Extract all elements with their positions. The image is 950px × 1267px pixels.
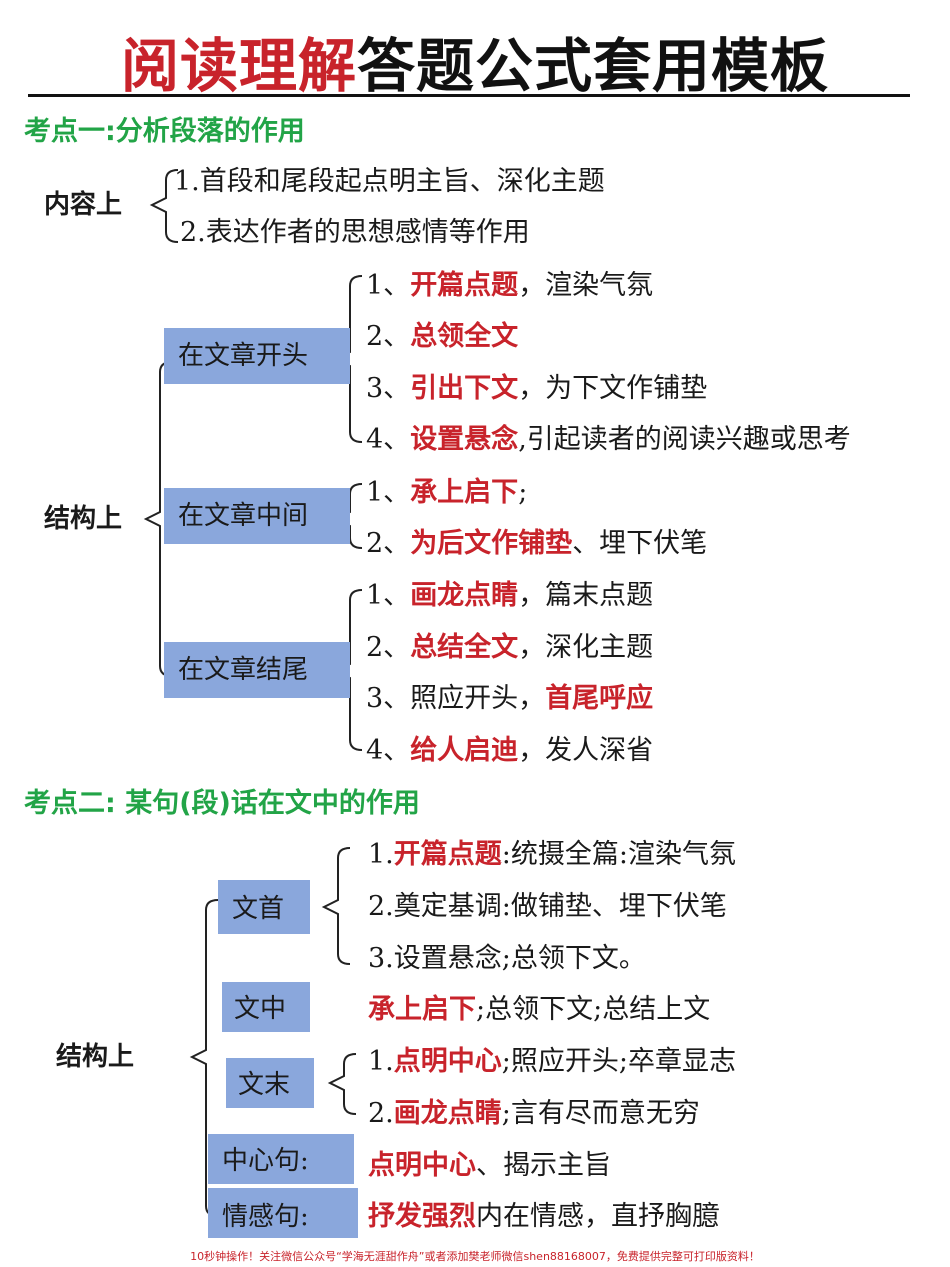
item-highlight: 承上启下 (368, 994, 476, 1025)
middle-item-2: 2、为后文作铺垫、埋下伏笔 (366, 526, 707, 562)
item-suffix: ;照应开头;卒章显志 (501, 1046, 736, 1077)
wenshou-item-2: 2.奠定基调:做铺垫、埋下伏笔 (368, 889, 727, 925)
item-suffix: ，为下文作铺垫 (518, 373, 708, 404)
wenshou-item-3: 3.设置悬念;总领下文。 (368, 941, 646, 977)
box-wenzhong-label: 文中 (234, 994, 287, 1024)
box-end: 在文章结尾 (164, 642, 350, 698)
box-middle-label: 在文章中间 (178, 501, 309, 531)
item-highlight: 承上启下 (410, 477, 519, 508)
end-item-2: 2、总结全文，深化主题 (366, 630, 653, 666)
item-highlight: 画龙点睛 (410, 580, 519, 611)
title-black-part: 答题公式套用模板 (357, 32, 830, 100)
item-prefix: 4、 (366, 735, 411, 766)
end-item-3: 3、照应开头，首尾呼应 (366, 681, 653, 717)
item-prefix: 1、 (366, 580, 411, 611)
wenzhong-item-1: 承上启下;总领下文;总结上文 (368, 992, 710, 1028)
item-prefix: 3.设置悬念;总领下文。 (368, 943, 646, 974)
item-suffix: 内在情感，直抒胸臆 (476, 1201, 719, 1232)
item-highlight: 点明中心 (368, 1150, 476, 1181)
box-zhongxinju-label: 中心句: (222, 1146, 309, 1176)
box-qingganju-label: 情感句: (222, 1202, 309, 1232)
box-wenshou: 文首 (218, 880, 310, 934)
item-suffix: 、埋下伏笔 (572, 528, 708, 559)
item-suffix: :统摄全篇:渲染气氛 (501, 839, 736, 870)
box-middle: 在文章中间 (164, 488, 350, 544)
wenmo-item-2: 2.画龙点睛;言有尽而意无穷 (368, 1096, 700, 1132)
start-item-1: 1、开篇点题，渲染气氛 (366, 268, 653, 304)
item-prefix: 2、 (366, 632, 411, 663)
page-title: 阅读理解答题公式套用模板 (0, 28, 950, 104)
item-highlight: 开篇点题 (393, 839, 502, 870)
item-suffix: ，发人深省 (518, 735, 654, 766)
item-highlight: 画龙点睛 (393, 1098, 502, 1129)
content-item-1: 1.首段和尾段起点明主旨、深化主题 (174, 166, 605, 197)
structure-label-1: 结构上 (44, 504, 123, 534)
item-prefix: 2.奠定基调:做铺垫、埋下伏笔 (368, 891, 727, 922)
start-item-4: 4、设置悬念,引起读者的阅读兴趣或思考 (366, 422, 851, 458)
item-highlight: 为后文作铺垫 (410, 528, 573, 559)
start-item-2: 2、总领全文 (366, 319, 518, 355)
item-prefix: 1. (368, 1046, 394, 1077)
item-prefix: 2、 (366, 321, 411, 352)
box-qingganju: 情感句: (208, 1188, 358, 1238)
box-wenshou-label: 文首 (232, 894, 285, 924)
box-start: 在文章开头 (164, 328, 350, 384)
item-prefix: 1、 (366, 270, 411, 301)
bracket-wenmo (327, 1053, 357, 1115)
footer-note: 10秒钟操作！关注微信公众号“学海无涯甜作舟”或者添加樊老师微信shen8816… (190, 1250, 760, 1263)
box-wenzhong: 文中 (222, 982, 310, 1032)
item-highlight: 开篇点题 (410, 270, 519, 301)
section2-heading: 考点二: 某句(段)话在文中的作用 (24, 788, 420, 819)
item-highlight: 引出下文 (410, 373, 519, 404)
qingganju-item-1: 抒发强烈内在情感，直抒胸臆 (368, 1199, 719, 1235)
structure-label-2: 结构上 (56, 1042, 135, 1072)
wenshou-item-1: 1.开篇点题:统摄全篇:渲染气氛 (368, 837, 736, 873)
item-suffix: ;言有尽而意无穷 (501, 1098, 700, 1129)
item-suffix: ; (518, 477, 528, 508)
item-highlight: 抒发强烈 (368, 1201, 476, 1232)
item-prefix: 1. (368, 839, 394, 870)
item-suffix: ，渲染气氛 (518, 270, 654, 301)
item-highlight: 总结全文 (410, 632, 519, 663)
start-item-3: 3、引出下文，为下文作铺垫 (366, 371, 707, 407)
box-zhongxinju: 中心句: (208, 1134, 354, 1184)
item-highlight: 给人启迪 (410, 735, 519, 766)
item-suffix: ，深化主题 (518, 632, 654, 663)
item-suffix: ,引起读者的阅读兴趣或思考 (518, 424, 851, 455)
box-start-label: 在文章开头 (178, 341, 309, 371)
title-red-part: 阅读理解 (120, 32, 357, 100)
item-suffix: ，篇末点题 (518, 580, 654, 611)
content-label: 内容上 (44, 190, 123, 220)
item-highlight: 设置悬念 (410, 424, 519, 455)
item-prefix: 2、 (366, 528, 411, 559)
item-prefix: 3、 (366, 373, 411, 404)
item-prefix: 4、 (366, 424, 411, 455)
box-wenmo-label: 文末 (238, 1070, 291, 1100)
item-highlight: 总领全文 (410, 321, 519, 352)
zhongxinju-item-1: 点明中心、揭示主旨 (368, 1148, 611, 1184)
item-prefix: 1、 (366, 477, 411, 508)
bracket-content (149, 169, 179, 243)
title-underline (28, 94, 910, 97)
middle-item-1: 1、承上启下; (366, 475, 527, 511)
content-item-2: 2.表达作者的思想感情等作用 (180, 217, 530, 248)
wenmo-item-1: 1.点明中心;照应开头;卒章显志 (368, 1044, 736, 1080)
box-wenmo: 文末 (226, 1058, 314, 1108)
section1-heading: 考点一:分析段落的作用 (24, 116, 305, 147)
item-suffix: 、揭示主旨 (476, 1150, 611, 1181)
end-item-4: 4、给人启迪，发人深省 (366, 733, 653, 769)
item-prefix: 2. (368, 1098, 394, 1129)
box-end-label: 在文章结尾 (178, 655, 309, 685)
end-item-1: 1、画龙点睛，篇末点题 (366, 578, 653, 614)
bracket-wenshou (321, 847, 351, 965)
item-prefix: 3、照应开头， (366, 683, 546, 714)
item-highlight: 首尾呼应 (545, 683, 654, 714)
item-suffix: ;总领下文;总结上文 (476, 994, 711, 1025)
item-highlight: 点明中心 (393, 1046, 502, 1077)
